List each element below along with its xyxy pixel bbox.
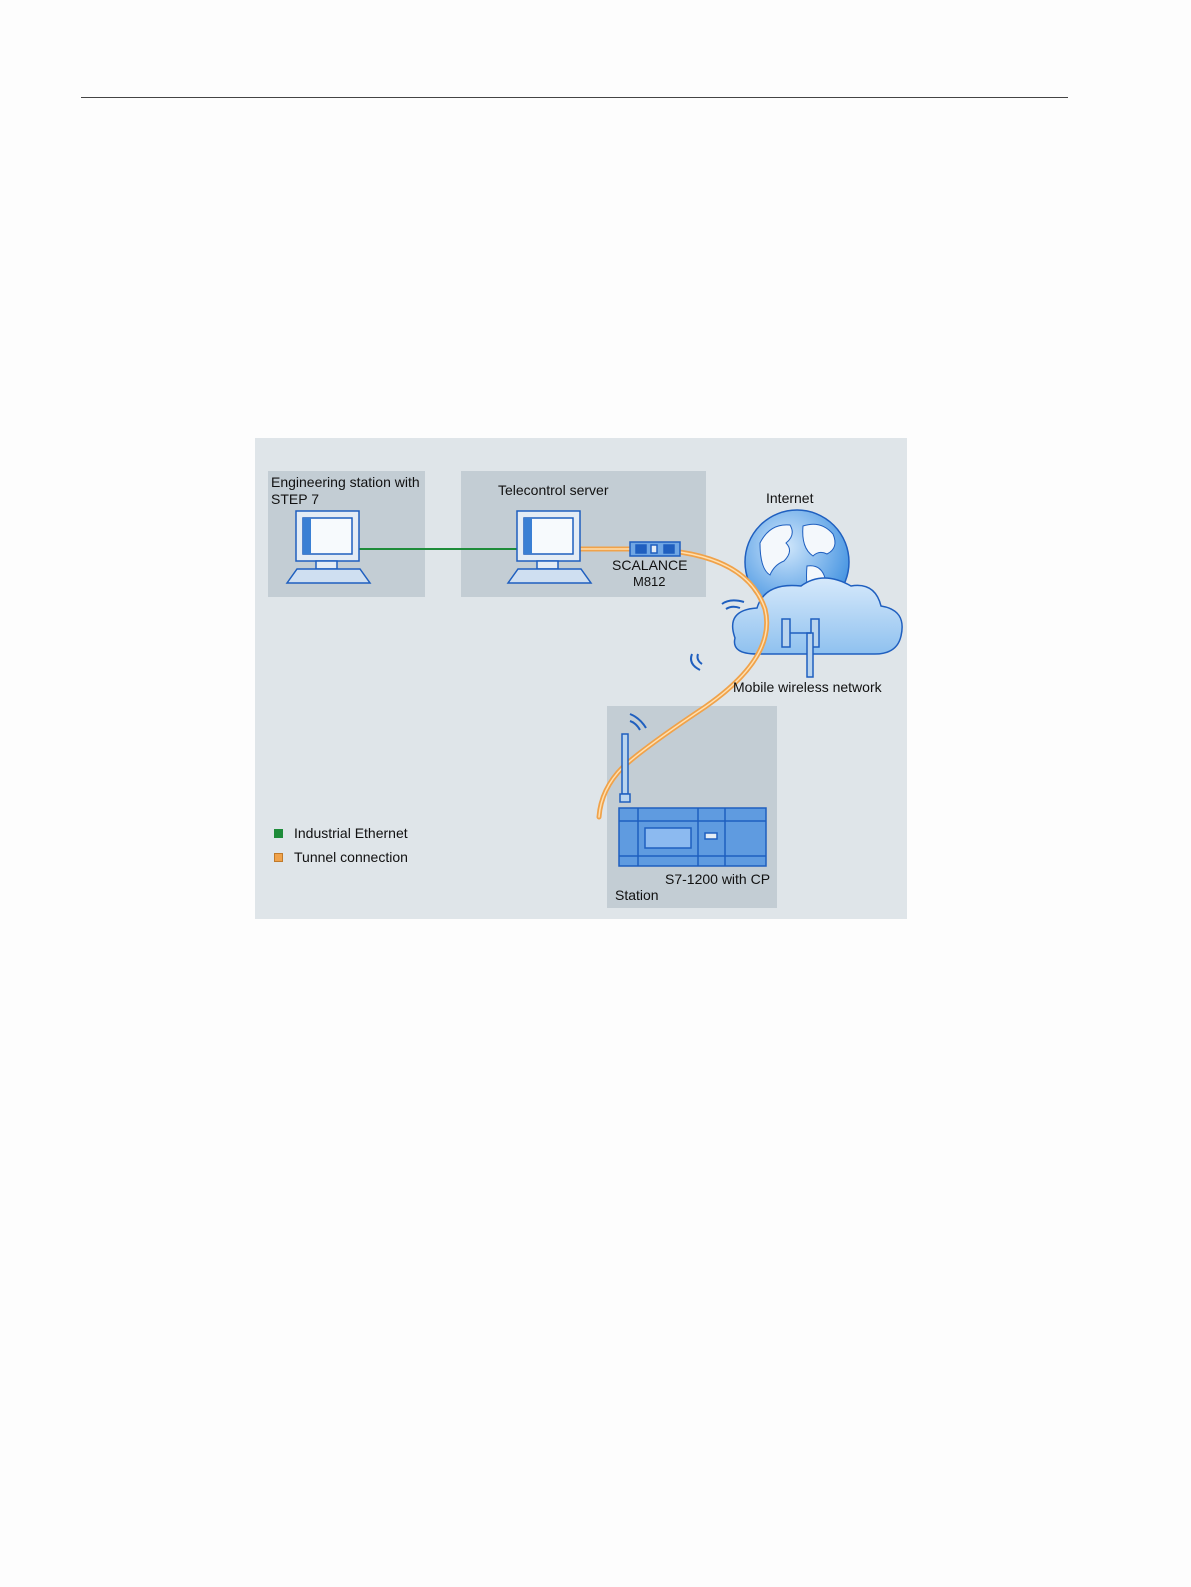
mobile-wireless-network-label: Mobile wireless network (733, 679, 882, 695)
network-diagram: Engineering station with STEP 7 Telecont… (255, 438, 907, 919)
scalance-router-icon (630, 542, 680, 556)
station-label: Station (615, 887, 659, 903)
legend-industrial-ethernet: Industrial Ethernet (274, 825, 408, 841)
monitor-icon (296, 511, 359, 569)
keyboard-icon (287, 569, 370, 583)
scalance-label-1: SCALANCE (612, 557, 687, 573)
wifi-signal-icon (630, 600, 744, 730)
legend-label: Industrial Ethernet (294, 825, 408, 841)
legend-label: Tunnel connection (294, 849, 408, 865)
internet-label: Internet (766, 490, 813, 506)
header-rule (81, 97, 1068, 98)
s7-1200-label: S7-1200 with CP (665, 871, 770, 887)
engineering-station-label-2: STEP 7 (271, 491, 319, 507)
legend-swatch-tunnel (274, 853, 283, 862)
monitor-icon (517, 511, 580, 569)
plc-icon (619, 808, 766, 866)
antenna-icon (620, 734, 630, 802)
scalance-label-2: M812 (633, 574, 666, 590)
legend-swatch-ethernet (274, 829, 283, 838)
keyboard-icon (508, 569, 591, 583)
legend-tunnel-connection: Tunnel connection (274, 849, 408, 865)
telecontrol-server-label: Telecontrol server (498, 482, 609, 498)
engineering-station-label-1: Engineering station with (271, 474, 420, 490)
